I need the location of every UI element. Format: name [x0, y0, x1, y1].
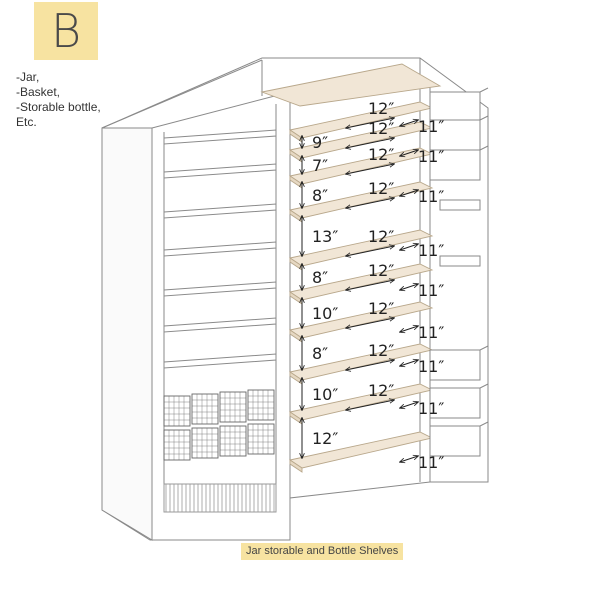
side-depth-label: 11″: [418, 357, 444, 376]
side-depth-arrow: [400, 120, 418, 126]
depth-dimension-label: 12″: [368, 381, 394, 400]
item-basket: -Basket,: [16, 85, 61, 99]
depth-dimension-label: 12″: [368, 179, 394, 198]
cubby-box: [429, 91, 481, 123]
wire-basket: [219, 391, 247, 423]
side-depth-arrow: [400, 244, 418, 250]
side-depth-arrow: [400, 402, 418, 408]
depth-dimension-label: 12″: [368, 341, 394, 360]
cubby-edge: [479, 345, 489, 351]
diagram-caption: Jar storable and Bottle Shelves: [241, 543, 404, 560]
top-panel: [260, 63, 442, 107]
wire-basket: [191, 427, 219, 459]
depth-dimension-label: 12″: [368, 119, 394, 138]
height-dimension-label: 7″: [312, 156, 328, 175]
item-bottle: -Storable bottle,: [16, 100, 101, 114]
side-depth-label: 11″: [418, 399, 444, 418]
depth-dimension-arrow: [346, 198, 394, 208]
left-shelf: [163, 317, 277, 333]
side-shelf: [439, 199, 481, 211]
wood-shelf-edge: [289, 459, 303, 473]
depth-dimension-arrow: [346, 280, 394, 290]
side-depth-arrow: [400, 284, 418, 290]
height-dimension-label: 10″: [312, 385, 338, 404]
left-shelf: [163, 203, 277, 219]
height-dimension-label: 8″: [312, 186, 328, 205]
cubby-edge: [479, 421, 489, 427]
item-etc: Etc.: [16, 115, 37, 129]
side-shelf: [439, 255, 481, 267]
depth-dimension-label: 12″: [368, 145, 394, 164]
depth-dimension-arrow: [346, 360, 394, 370]
height-dimension-label: 9″: [312, 133, 328, 152]
depth-dimension-label: 12″: [368, 227, 394, 246]
item-jar: -Jar,: [16, 70, 40, 84]
depth-dimension-label: 12″: [368, 99, 394, 118]
cubby-edge: [479, 115, 489, 121]
side-depth-label: 11″: [418, 147, 444, 166]
height-dimension-label: 8″: [312, 344, 328, 363]
section-badge: B: [34, 2, 98, 60]
depth-dimension-arrow: [346, 318, 394, 328]
cubby-edge: [479, 145, 489, 151]
side-depth-label: 11″: [418, 281, 444, 300]
cubby-edge: [479, 383, 489, 389]
left-shelf: [163, 163, 277, 179]
cubby-box: [429, 119, 481, 151]
side-depth-arrow: [400, 456, 418, 462]
depth-dimension-arrow: [346, 138, 394, 148]
floor-grate: [163, 483, 277, 513]
side-depth-arrow: [400, 150, 418, 156]
cubby-box: [429, 149, 481, 181]
depth-dimension-label: 12″: [368, 299, 394, 318]
side-depth-label: 11″: [418, 241, 444, 260]
side-depth-arrow: [400, 190, 418, 196]
wire-basket: [191, 393, 219, 425]
height-dimension-label: 12″: [312, 429, 338, 448]
side-depth-label: 11″: [418, 117, 444, 136]
cubby-box: [429, 425, 481, 457]
wire-basket: [247, 389, 275, 421]
cubby-box: [429, 387, 481, 419]
side-depth-label: 11″: [418, 323, 444, 342]
section-letter: B: [50, 4, 82, 58]
depth-dimension-arrow: [346, 118, 394, 128]
depth-dimension-arrow: [346, 246, 394, 256]
left-shelf: [163, 281, 277, 297]
side-depth-arrow: [400, 326, 418, 332]
height-dimension-label: 8″: [312, 268, 328, 287]
side-depth-label: 11″: [418, 187, 444, 206]
cubby-box: [429, 349, 481, 381]
wire-basket: [219, 425, 247, 457]
height-dimension-label: 13″: [312, 227, 338, 246]
left-shelf: [163, 129, 277, 145]
cubby-edge: [479, 87, 489, 93]
side-depth-arrow: [400, 360, 418, 366]
side-depth-label: 11″: [418, 453, 444, 472]
wire-basket: [163, 395, 191, 427]
left-unit-front: [101, 127, 153, 541]
item-list: -Jar, -Basket, -Storable bottle, Etc.: [16, 70, 101, 130]
wire-basket: [247, 423, 275, 455]
depth-dimension-label: 12″: [368, 261, 394, 280]
depth-dimension-arrow: [346, 164, 394, 174]
depth-dimension-arrow: [346, 400, 394, 410]
left-shelf: [163, 241, 277, 257]
wire-basket: [163, 429, 191, 461]
height-dimension-label: 10″: [312, 304, 338, 323]
left-shelf: [163, 353, 277, 369]
